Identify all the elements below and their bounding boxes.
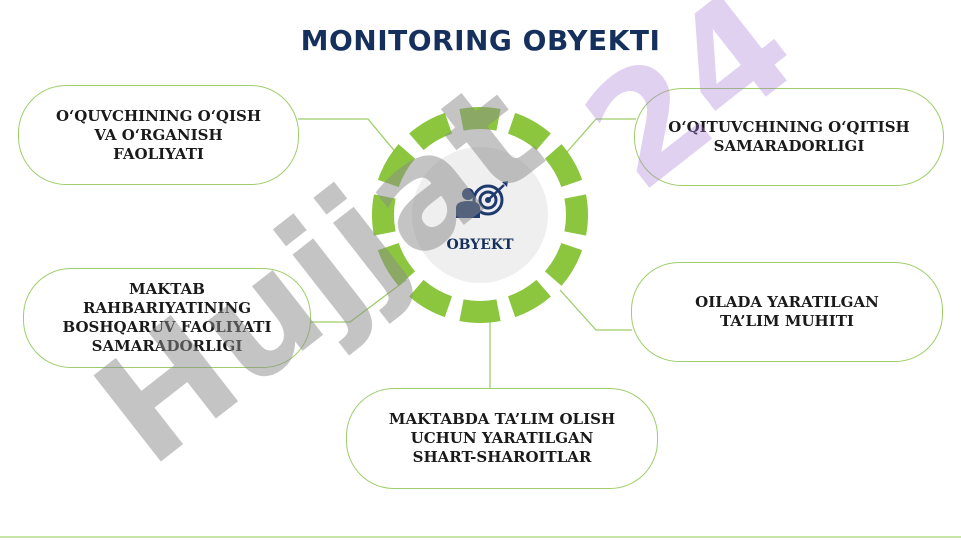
- connector-lines: [298, 118, 636, 388]
- ring-segment: [507, 279, 551, 318]
- box-line: MAKTABDA TA’LIM OLISH: [388, 410, 616, 428]
- ring-segment: [459, 106, 501, 131]
- box-line: TA’LIM MUHITI: [720, 312, 854, 330]
- box-line: BOSHQARUV FAOLIYATI: [62, 318, 272, 336]
- box-line: OILADA YARATILGAN: [695, 293, 879, 311]
- segmented-ring: [371, 106, 588, 323]
- ring-segment: [544, 144, 583, 188]
- box-school-management: MAKTAB RAHBARIYATINING BOSHQARUV FAOLIYA…: [23, 268, 311, 368]
- box-teacher-effectiveness: O‘QITUVCHINING O‘QITISH SAMARADORLIGI: [634, 88, 944, 186]
- box-line: SHART-SHAROITLAR: [412, 448, 592, 466]
- box-school-conditions: MAKTABDA TA’LIM OLISH UCHUN YARATILGAN S…: [346, 388, 658, 489]
- ring-segment: [507, 112, 551, 151]
- ring-segment: [409, 112, 453, 151]
- connector-top-left: [298, 118, 403, 161]
- box-line: UCHUN YARATILGAN: [410, 429, 594, 447]
- page-title: MONITORING OBYEKTI: [300, 24, 661, 57]
- ring-segment: [377, 242, 416, 286]
- box-student-learning: O‘QUVCHINING O‘QISH VA O‘RGANISH FAOLIYA…: [18, 85, 299, 185]
- bottom-rule: [0, 536, 961, 538]
- box-line: O‘QITUVCHINING O‘QITISH: [668, 118, 910, 136]
- target-person-icon: [456, 181, 508, 218]
- ring-segment: [377, 144, 416, 188]
- connector-mid-left: [308, 279, 407, 323]
- box-line: RAHBARIYATINING: [82, 299, 252, 317]
- connector-top-right: [559, 118, 636, 161]
- connector-mid-right: [559, 289, 632, 331]
- box-line: MAKTAB: [129, 280, 205, 298]
- ring-segment: [544, 242, 583, 286]
- box-line: O‘QUVCHINING O‘QISH: [55, 106, 262, 125]
- box-line: FAOLIYATI: [113, 144, 204, 163]
- ring-segment: [564, 194, 588, 236]
- ring-segment: [371, 194, 396, 236]
- ring-segment: [409, 279, 453, 318]
- box-line: VA O‘RGANISH: [94, 125, 223, 144]
- box-line: SAMARADORLIGI: [91, 337, 243, 355]
- ring-segment: [459, 299, 501, 323]
- box-family-environment: OILADA YARATILGAN TA’LIM MUHITI: [631, 262, 943, 362]
- box-line: SAMARADORLIGI: [713, 137, 865, 155]
- center-label: OBYEKT: [446, 237, 514, 253]
